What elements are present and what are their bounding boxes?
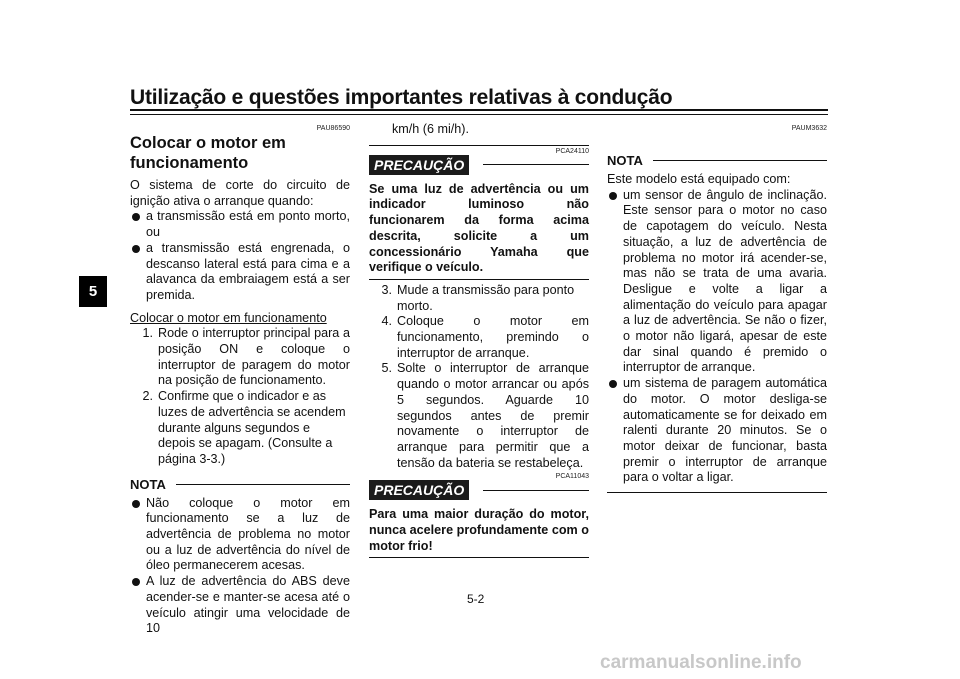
caution-rule	[483, 489, 589, 491]
bullet-icon	[607, 188, 623, 376]
header-rule	[130, 109, 828, 111]
intro-text: O sistema de corte do circuito de igniçã…	[130, 178, 350, 208]
list-item: a transmissão está em ponto morto, ou	[130, 209, 350, 240]
caution-header: PRECAUÇÃO	[369, 154, 589, 175]
ref-code: PAU86590	[316, 125, 350, 132]
step-item: 3.Mude a transmissão para ponto morto.	[381, 282, 575, 313]
bullet-icon	[130, 241, 146, 304]
caution-text: Para uma maior duração do motor, nunca a…	[369, 507, 589, 553]
note-header: NOTA	[130, 477, 350, 492]
divider	[369, 278, 589, 280]
bullet-icon	[130, 496, 146, 575]
note-header: NOTA	[607, 153, 827, 168]
bullet-icon	[130, 209, 146, 240]
divider	[369, 557, 589, 559]
header-rule-thin	[130, 114, 828, 115]
caution-label: PRECAUÇÃO	[369, 480, 470, 501]
continued-text: km/h (6 mi/h).	[392, 122, 469, 136]
list-item: A luz de advertência do ABS deve acender…	[130, 574, 350, 637]
column-right: PAUM3632 NOTA Este modelo está equipado …	[607, 125, 827, 494]
step-item: 2.Confirme que o indicador e as luzes de…	[142, 389, 346, 466]
caution-text: Se uma luz de advertência ou um indicado…	[369, 181, 589, 275]
subheading: Colocar o motor em funcionamento	[130, 310, 327, 325]
section-heading: Colocar o motor em funcionamento	[130, 134, 286, 172]
list-item: Não coloque o motor em funcionamento se …	[130, 496, 350, 575]
caution-rule	[483, 164, 589, 166]
note-intro: Este modelo está equipado com:	[607, 172, 791, 186]
note-label: NOTA	[607, 153, 643, 168]
ref-code: PCA11043	[555, 473, 589, 481]
bullet-icon	[130, 574, 146, 637]
bullet-icon	[607, 376, 623, 486]
caution-label: PRECAUÇÃO	[369, 154, 470, 175]
divider	[369, 144, 589, 146]
chapter-tab: 5	[79, 276, 107, 307]
list-item: um sistema de paragem automática do moto…	[607, 376, 827, 486]
watermark: carmanualsonline.info	[600, 652, 802, 673]
ref-code: PCA24110	[555, 147, 589, 155]
column-middle: km/h (6 mi/h). PCA24110 PRECAUÇÃO Se uma…	[369, 122, 589, 559]
note-rule	[175, 483, 350, 485]
note-label: NOTA	[130, 476, 166, 492]
page-title: Utilização e questões importantes relati…	[130, 86, 673, 109]
page-number: 5-2	[467, 592, 485, 606]
step-item: 4.Coloque o motor em funcionamento, prem…	[381, 314, 589, 360]
ref-code: PAUM3632	[791, 125, 827, 132]
divider	[607, 492, 827, 494]
caution-header: PRECAUÇÃO	[369, 480, 589, 501]
step-item: 1.Rode o interruptor principal para a po…	[142, 326, 350, 388]
column-left: PAU86590 Colocar o motor em funcionament…	[130, 125, 350, 637]
list-item: um sensor de ângulo de inclinação. Este …	[607, 188, 827, 376]
step-item: 5.Solte o interruptor de arranque quando…	[381, 361, 589, 470]
list-item: a transmissão está engrenada, o descanso…	[130, 241, 350, 304]
note-rule	[652, 160, 827, 161]
